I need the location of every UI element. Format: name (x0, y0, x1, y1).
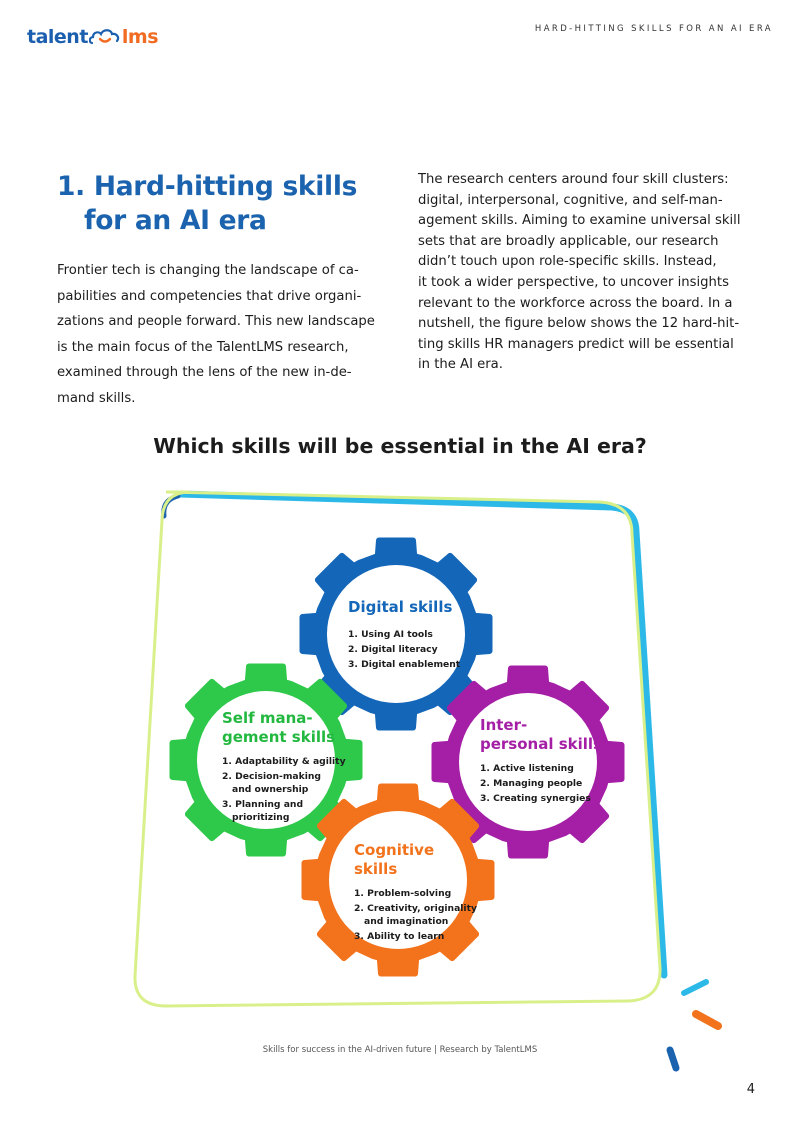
paragraph-line: is the main focus of the TalentLMS resea… (57, 339, 349, 355)
paragraph-line: sets that are broadly applicable, our re… (418, 233, 719, 249)
section-heading: 1. Hard-hitting skills for an AI era (57, 170, 377, 238)
heading-line-2: for an AI era (84, 205, 267, 236)
paragraph-line: nutshell, the figure below shows the 12 … (418, 316, 740, 332)
digital-skills-title: Digital skills (348, 598, 453, 616)
paragraph-line: zations and people forward. This new lan… (57, 314, 375, 329)
accent-dash-orange (692, 1010, 722, 1030)
digital-skills-cluster: Digital skills 1. Using AI tools 2. Digi… (348, 598, 460, 673)
cognitive-title-line-1: Cognitive (354, 841, 435, 859)
interpersonal-gear-center (459, 693, 597, 831)
paragraph-line: in the AI era. (418, 357, 503, 373)
paragraph-line: digital, interpersonal, cognitive, and s… (418, 192, 723, 208)
self-management-title-line-1: Self mana- (222, 709, 313, 727)
research-paragraph: The research centers around four skill c… (418, 170, 748, 376)
logo-text-lms: lms (121, 26, 159, 48)
interpersonal-title-line-1: Inter- (480, 716, 528, 734)
skill-item: 3. Creating synergies (480, 793, 591, 804)
skill-item: 2. Digital literacy (348, 644, 438, 655)
self-management-gear-center (197, 691, 335, 829)
skill-item-continued: and imagination (364, 916, 449, 927)
paragraph-line: mand skills. (57, 390, 136, 406)
logo-text-talent: talent (27, 26, 88, 48)
skill-item: 1. Adaptability & agility (222, 756, 346, 767)
paragraph-line: didn’t touch upon role-specific skills. … (418, 254, 717, 270)
paragraph-line: pabilities and competencies that drive o… (57, 288, 362, 304)
skill-item: 1. Problem-solving (354, 888, 452, 899)
paragraph-line: relevant to the workforce across the boa… (418, 295, 733, 311)
skill-item: 2. Creativity, originality (354, 903, 477, 914)
cognitive-title-line-2: skills (354, 860, 398, 878)
paragraph-line: it took a wider perspective, to uncover … (418, 274, 729, 290)
accent-dash-cyan (681, 979, 709, 996)
cloud-smile-icon (88, 29, 120, 45)
frame-blue-accent (176, 490, 668, 979)
heading-line-1: 1. Hard-hitting skills (57, 171, 358, 202)
frame-outline (133, 490, 662, 1008)
paragraph-line: examined through the lens of the new in-… (57, 365, 352, 380)
paragraph-line: ting skills HR managers predict will be … (418, 336, 734, 352)
skill-item: 2. Managing people (480, 778, 583, 789)
talentlms-logo: talent lms (27, 26, 159, 48)
cognitive-skills-cluster: Cognitive skills 1. Problem-solving 2. C… (354, 841, 477, 945)
running-head: HARD-HITTING SKILLS FOR AN AI ERA (534, 24, 773, 34)
skill-item: 1. Using AI tools (348, 629, 433, 640)
skill-item: 3. Digital enablement (348, 659, 461, 670)
figure-title: Which skills will be essential in the AI… (153, 434, 647, 458)
paragraph-line: Frontier tech is changing the landscape … (57, 263, 359, 278)
cognitive-gear-center (329, 811, 467, 949)
paragraph-line: The research centers around four skill c… (418, 172, 729, 187)
intro-paragraph: Frontier tech is changing the landscape … (57, 258, 387, 411)
self-management-title-line-2: gement skills (222, 728, 336, 746)
footer-caption: Skills for success in the AI-driven futu… (262, 1045, 538, 1055)
accent-dash-blue (666, 1046, 680, 1072)
skill-item: 3. Ability to learn (354, 931, 445, 942)
interpersonal-skills-cluster: Inter- personal skills 1. Active listeni… (480, 716, 602, 807)
skill-item: 1. Active listening (480, 763, 574, 774)
skill-item: 3. Planning and (222, 799, 304, 810)
self-management-skills-cluster: Self mana- gement skills 1. Adaptability… (222, 709, 346, 826)
skill-item: 2. Decision-making (222, 771, 321, 782)
interpersonal-title-line-2: personal skills (480, 735, 602, 753)
digital-gear-center (327, 565, 465, 703)
skill-item-continued: prioritizing (232, 812, 290, 823)
skill-item-continued: and ownership (232, 784, 309, 795)
page-number: 4 (746, 1082, 755, 1097)
paragraph-line: agement skills. Aiming to examine univer… (418, 213, 741, 229)
